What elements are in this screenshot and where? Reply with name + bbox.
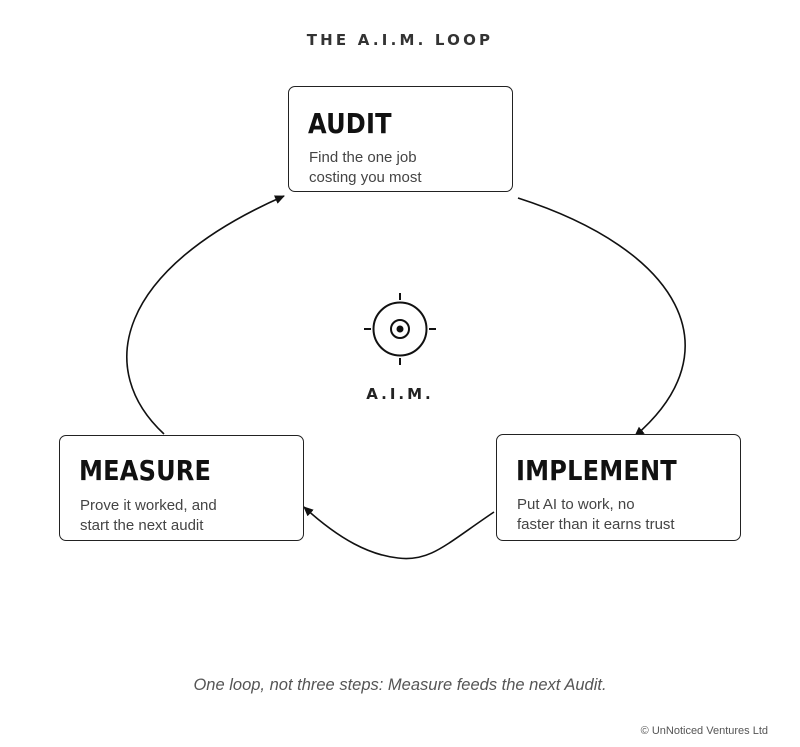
- stage-measure-title: MEASURE: [79, 454, 212, 487]
- desc-line: Put AI to work, no: [517, 496, 635, 513]
- arrow-audit-to-implement: [517, 197, 686, 437]
- stage-audit: AUDIT Find the one job costing you most: [288, 86, 513, 192]
- copyright: © UnNoticed Ventures Ltd: [640, 725, 768, 737]
- desc-line: costing you most: [309, 168, 422, 186]
- desc-line: Prove it worked, and: [80, 497, 217, 514]
- stage-measure: MEASURE Prove it worked, and start the n…: [59, 435, 304, 541]
- desc-line: Find the one job: [309, 149, 417, 166]
- center-label: A.I.M.: [366, 385, 434, 403]
- desc-line: start the next audit: [80, 516, 204, 534]
- stage-audit-title: AUDIT: [308, 107, 392, 140]
- stage-audit-desc: Find the one job costing you most: [309, 148, 422, 187]
- stage-implement-desc: Put AI to work, no faster than it earns …: [517, 495, 675, 534]
- stage-implement-title: IMPLEMENT: [516, 454, 677, 487]
- stage-measure-desc: Prove it worked, and start the next audi…: [80, 496, 217, 535]
- stage-implement: IMPLEMENT Put AI to work, no faster than…: [496, 434, 741, 541]
- target-icon: [364, 293, 436, 365]
- arrow-measure-to-audit: [126, 195, 285, 435]
- arrow-implement-to-measure: [303, 506, 495, 560]
- diagram-title: THE A.I.M. LOOP: [306, 31, 494, 49]
- desc-line: faster than it earns trust: [517, 515, 675, 533]
- caption: One loop, not three steps: Measure feeds…: [193, 676, 607, 694]
